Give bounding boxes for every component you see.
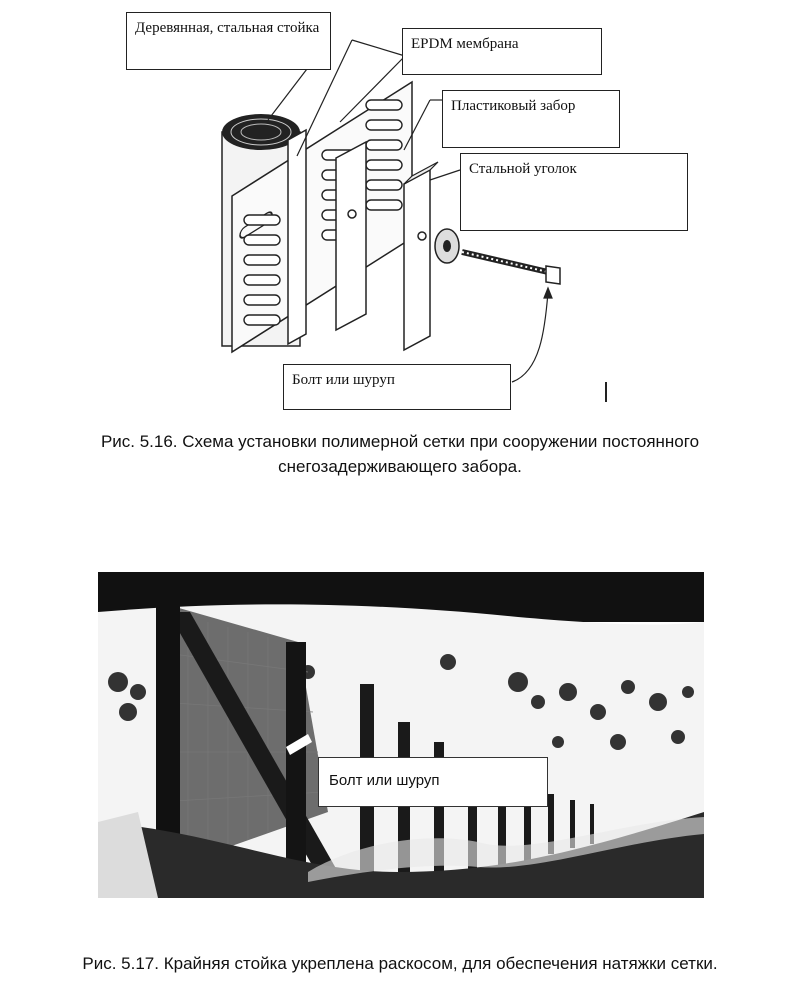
leader-lines (267, 39, 553, 383)
epdm-membrane-strip (287, 128, 307, 346)
figure1-caption-line1: Рис. 5.16. Схема установки полимерной се… (100, 432, 700, 451)
label-plastic-fence: Пластиковый забор (442, 90, 620, 148)
figure2-caption: Рис. 5.17. Крайняя стойка укреплена раск… (82, 954, 718, 973)
label-bolt: Болт или шуруп (283, 364, 511, 410)
label-membrane: EPDM мембрана (402, 28, 602, 75)
steel-angle (403, 161, 439, 352)
fence-strip (335, 140, 367, 332)
figure1-caption-line2: снегозадерживающего забора. (278, 457, 522, 476)
photo-label-bolt: Болт или шуруп (318, 757, 548, 807)
washer (434, 228, 460, 264)
label-steel-angle: Стальной уголок (460, 153, 688, 231)
fence-photo (98, 572, 704, 898)
bolt (461, 249, 561, 285)
installation-diagram (221, 39, 607, 402)
label-post: Деревянная, стальная стойка (126, 12, 331, 70)
